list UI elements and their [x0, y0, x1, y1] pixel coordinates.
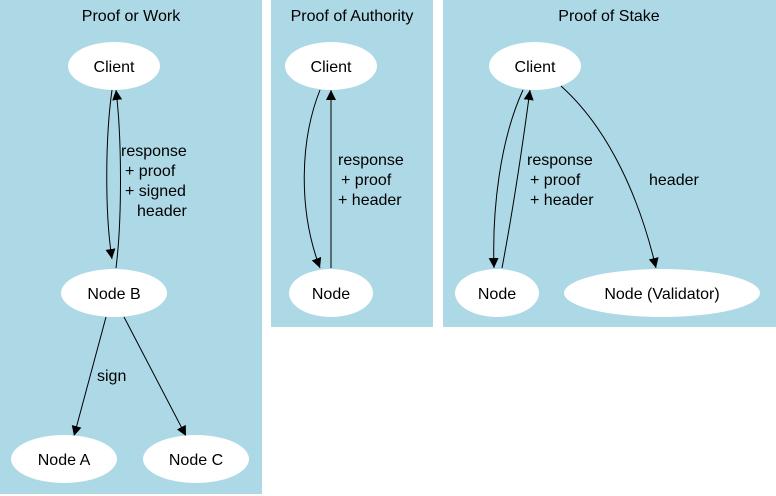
- edge-pos-client-to-node: [488, 89, 524, 269]
- edge-label-pow-response: response + proof + signed header: [121, 143, 191, 220]
- node-pow-node-a[interactable]: Node A: [11, 435, 117, 483]
- node-shape: [61, 269, 167, 317]
- node-pow-node-c[interactable]: Node C: [143, 435, 249, 483]
- cluster-pow-title: Proof or Work: [82, 8, 181, 25]
- edge-label-pos-header: header: [649, 172, 699, 189]
- node-pos-node[interactable]: Node: [455, 269, 539, 317]
- cluster-proof-of-work: Proof or Work response + proof + signed …: [0, 0, 262, 494]
- cluster-poa-title: Proof of Authority: [291, 8, 414, 25]
- cluster-pos-title: Proof of Stake: [558, 8, 659, 25]
- edge-pos-client-to-validator: [560, 85, 659, 269]
- node-label: Client: [94, 59, 135, 76]
- edge-pow-nodeb-to-nodec: [123, 316, 187, 437]
- node-label: Node (Validator): [604, 286, 719, 303]
- node-shape: [11, 435, 117, 483]
- node-poa-client[interactable]: Client: [285, 42, 377, 90]
- edge-label-pow-sign: sign: [97, 368, 126, 385]
- edge-label-line: + proof: [125, 163, 176, 180]
- node-label: Node B: [87, 286, 140, 303]
- edge-label-pos-response: response + proof + header: [527, 152, 597, 209]
- node-shape: [455, 269, 539, 317]
- node-shape: [143, 435, 249, 483]
- edge-pow-nodeb-to-client: [112, 89, 123, 269]
- node-label: Node: [312, 286, 350, 303]
- node-shape: [489, 42, 581, 90]
- node-label: Client: [311, 59, 352, 76]
- node-pos-validator[interactable]: Node (Validator): [564, 269, 760, 317]
- edge-pow-client-to-nodeb: [105, 89, 116, 260]
- node-label: Node: [478, 286, 516, 303]
- edge-label-line: + proof: [530, 172, 581, 189]
- edge-label-line: + signed: [125, 183, 186, 200]
- node-shape: [285, 42, 377, 90]
- edge-label-poa-response: response + proof + header: [338, 152, 408, 209]
- edge-label-line: response: [527, 152, 593, 169]
- node-shape: [564, 269, 760, 317]
- edge-poa-client-to-node: [303, 89, 322, 269]
- node-pow-node-b[interactable]: Node B: [61, 269, 167, 317]
- edge-label-line: + proof: [341, 172, 392, 189]
- edge-label-line: response: [121, 143, 187, 160]
- cluster-proof-of-stake: Proof of Stake response + proof + header…: [443, 0, 776, 327]
- edge-pow-nodeb-to-nodea: [71, 316, 107, 437]
- edge-label-line: + header: [338, 192, 402, 209]
- node-shape: [68, 42, 160, 90]
- node-label: Node A: [38, 452, 91, 469]
- cluster-proof-of-authority: Proof of Authority response + proof + he…: [271, 0, 433, 327]
- edge-label-line: + header: [530, 192, 594, 209]
- node-label: Client: [515, 59, 556, 76]
- node-poa-node[interactable]: Node: [289, 269, 373, 317]
- edge-pos-node-to-client: [501, 89, 534, 269]
- node-shape: [289, 269, 373, 317]
- node-label: Node C: [169, 452, 223, 469]
- edge-label-line: response: [338, 152, 404, 169]
- node-pos-client[interactable]: Client: [489, 42, 581, 90]
- edge-label-line: header: [137, 203, 187, 220]
- node-pow-client[interactable]: Client: [68, 42, 160, 90]
